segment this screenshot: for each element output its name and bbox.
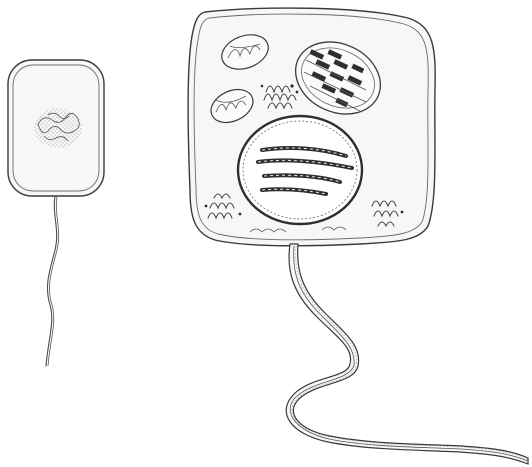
prokaryote-nucleoid — [34, 108, 82, 148]
eukaryote-flagellum — [286, 244, 528, 464]
prokaryotic-cell — [8, 60, 104, 366]
eukaryotic-cell — [188, 8, 528, 464]
nucleus — [238, 116, 362, 224]
